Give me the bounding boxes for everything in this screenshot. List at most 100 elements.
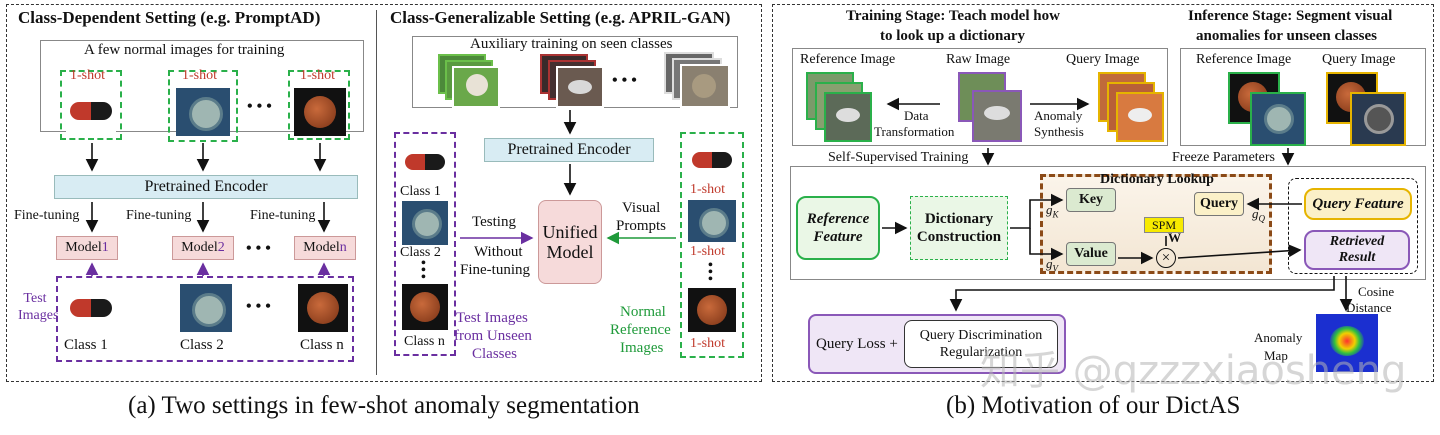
hazelnut-image xyxy=(294,88,346,136)
aux-training-label: Auxiliary training on seen classes xyxy=(470,36,673,52)
watermark: 知乎 @qzzzxiaosheng xyxy=(980,348,1407,394)
reference-image-label-2: Reference Image xyxy=(1196,52,1292,67)
encoder-box-left: Pretrained Encoder xyxy=(54,175,358,199)
data-transformation-label-1: Data xyxy=(904,108,929,123)
raw-image-label: Raw Image xyxy=(946,52,1011,67)
shot-box-3 xyxy=(288,70,350,140)
normal-ref-label-2: Reference xyxy=(610,322,671,338)
caption-b: (b) Motivation of our DictAS xyxy=(946,392,1241,419)
training-stage-title-2: to look up a dictionary xyxy=(880,28,1026,44)
self-supervised-label: Self-Supervised Training xyxy=(828,150,969,165)
class-label-n: Class n xyxy=(300,337,344,353)
ellipsis-left-top: • • • xyxy=(247,98,272,115)
mid-vertical-dots: ••• xyxy=(421,256,426,285)
inference-ref-stack xyxy=(1228,72,1306,146)
query-image-label: Query Image xyxy=(1066,52,1140,67)
query-image-stack xyxy=(1098,72,1164,142)
shot-box-1 xyxy=(60,70,122,140)
testing-label: Testing xyxy=(472,214,516,230)
anomaly-map-image xyxy=(1316,314,1378,372)
panel-a-divider xyxy=(376,10,377,375)
encoder-box-mid: Pretrained Encoder xyxy=(484,138,654,162)
model-box-1: Model 1 xyxy=(56,236,118,260)
mid-class-n: Class n xyxy=(404,334,445,349)
without-label-2: Fine-tuning xyxy=(460,262,530,278)
test-hazelnut-image xyxy=(298,284,348,332)
class-label-1: Class 1 xyxy=(64,337,108,353)
mid-ref-images-box xyxy=(680,132,744,358)
raw-image-stack xyxy=(958,72,1022,142)
panel-b xyxy=(772,4,1434,382)
ref-shot-label-1: 1-shot xyxy=(690,182,725,197)
query-image-label-2: Query Image xyxy=(1322,52,1396,67)
inference-stage-title-1: Inference Stage: Segment visual xyxy=(1188,8,1393,24)
data-transformation-label-2: Transformation xyxy=(874,124,955,139)
anomaly-synthesis-label-2: Synthesis xyxy=(1034,124,1084,139)
without-label: Without xyxy=(474,244,523,260)
training-images-box xyxy=(792,48,1168,146)
cosine-label: Cosine xyxy=(1358,284,1395,299)
encoder-label-left: Pretrained Encoder xyxy=(144,178,268,195)
multiply-icon: × xyxy=(1156,248,1176,268)
shot-label-3: 1-shot xyxy=(300,68,335,83)
visual-label: Visual xyxy=(622,200,661,216)
anomaly-synthesis-label-1: Anomaly xyxy=(1034,108,1083,123)
normal-images-header: A few normal images for training xyxy=(84,42,285,58)
cable-image xyxy=(176,88,230,136)
unseen-test-label-3: Classes xyxy=(472,346,517,362)
model-box-n: Model n xyxy=(294,236,356,260)
test-cable-image xyxy=(180,284,232,332)
finetune-label-1: Fine-tuning xyxy=(14,208,80,223)
query-loss-label: Query Loss + xyxy=(816,336,898,352)
ref-cable-image xyxy=(688,200,736,242)
ref-hazelnut-image xyxy=(688,288,736,332)
caption-a: (a) Two settings in few-shot anomaly seg… xyxy=(128,392,640,419)
ref-capsule-image xyxy=(688,140,736,180)
reference-image-label: Reference Image xyxy=(800,52,896,67)
prompts-label: Prompts xyxy=(616,218,667,234)
w-label: W xyxy=(1168,230,1181,245)
model-box-2: Model 2 xyxy=(172,236,234,260)
shot-label-2: 1-shot xyxy=(182,68,217,83)
mid-hazelnut-image xyxy=(402,284,448,330)
mid-class-2: Class 2 xyxy=(400,245,441,260)
mid-cable-image xyxy=(402,201,448,245)
freeze-parameters-label: Freeze Parameters xyxy=(1172,150,1275,165)
gk-label: gK xyxy=(1046,202,1059,220)
ellipsis-left-mid: • • • xyxy=(246,240,271,257)
ellipsis-left-bottom: • • • xyxy=(246,298,271,315)
normal-ref-label-1: Normal xyxy=(620,304,666,320)
anomaly-map-label-1: Anomaly xyxy=(1254,330,1303,345)
normal-ref-label-3: Images xyxy=(620,340,664,356)
test-images-box xyxy=(56,276,354,362)
gv-label: gV xyxy=(1046,256,1058,274)
value-box: Value xyxy=(1066,242,1116,266)
distance-label: Distance xyxy=(1346,300,1392,315)
shot-label-1: 1-shot xyxy=(70,68,105,83)
query-feature-box: Query Feature xyxy=(1304,188,1412,220)
ref-shot-label-2: 1-shot xyxy=(690,244,725,259)
mid-test-images-box xyxy=(394,132,456,356)
finetune-label-3: Fine-tuning xyxy=(250,208,316,223)
key-box: Key xyxy=(1066,188,1116,212)
query-box: Query xyxy=(1194,192,1244,216)
spm-box: SPM xyxy=(1144,217,1184,233)
cat-image-stack xyxy=(664,52,730,108)
output-dashed-box xyxy=(1288,178,1418,274)
mid-class-1: Class 1 xyxy=(400,184,441,199)
bird-image-stack xyxy=(540,54,604,108)
dict-module-box xyxy=(790,166,1426,280)
inference-stage-title-2: anomalies for unseen classes xyxy=(1196,28,1377,44)
sheep-image-stack xyxy=(438,54,500,108)
unseen-test-label-1: Test Images xyxy=(456,310,528,326)
ref-shot-label-3: 1-shot xyxy=(690,336,725,351)
training-stage-title-1: Training Stage: Teach model how xyxy=(846,8,1060,24)
test-images-label: Test Images xyxy=(18,291,59,323)
anomaly-map-label-2: Map xyxy=(1264,348,1288,363)
gq-label: gQ xyxy=(1252,206,1265,224)
